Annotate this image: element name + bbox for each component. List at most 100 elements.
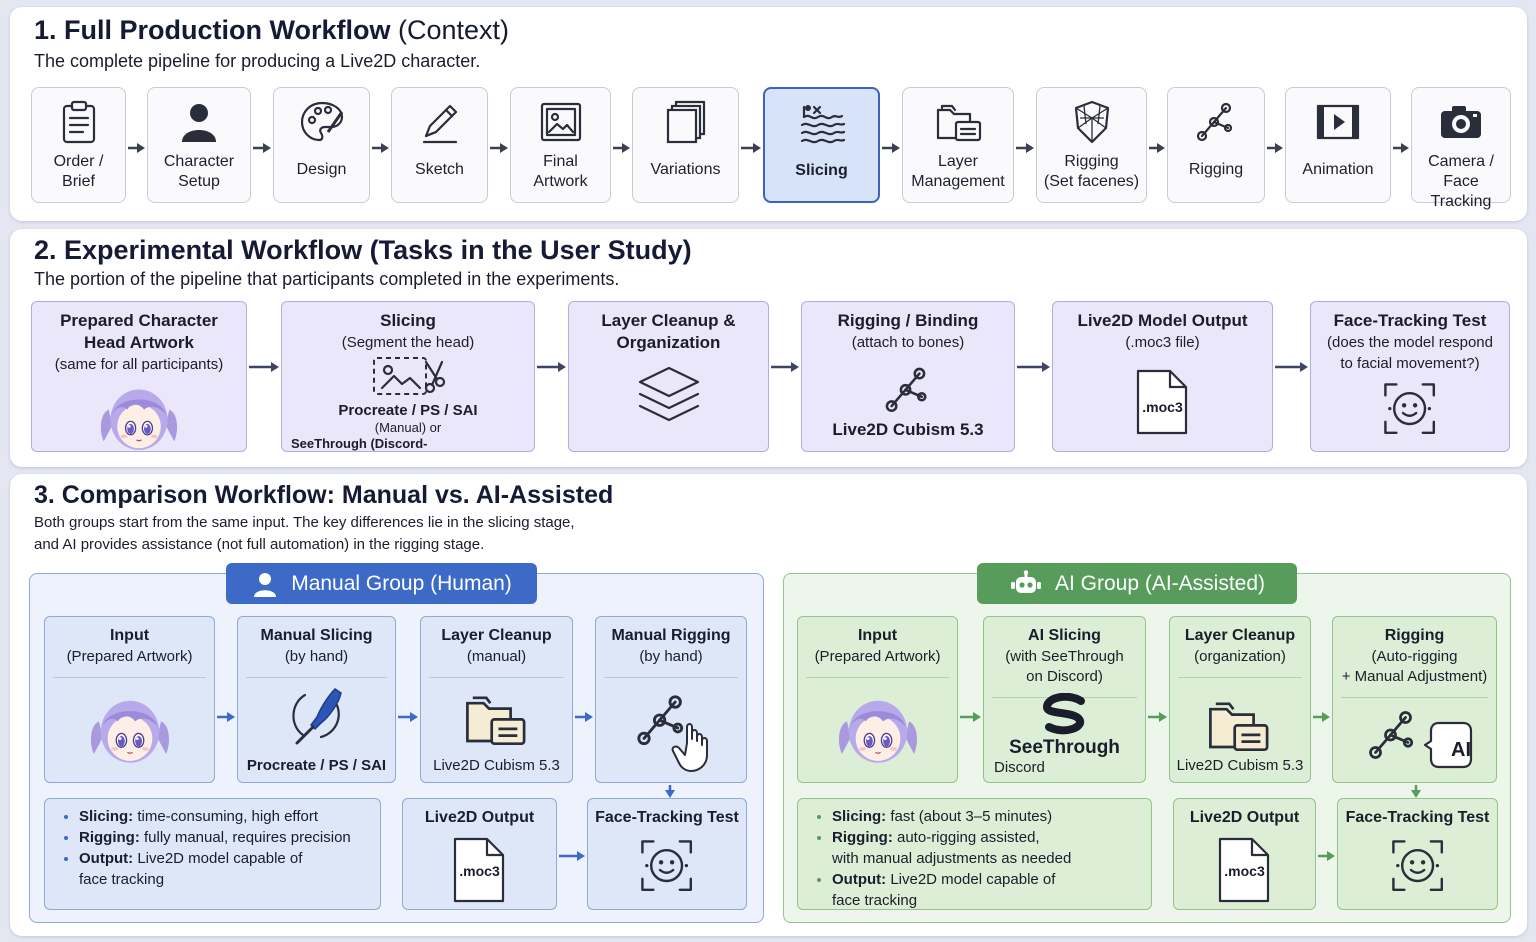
card-icon-wrap <box>45 687 214 773</box>
card-subtitle: (Prepared Artwork) <box>66 648 193 665</box>
exp-step-tools-alt: SeeThrough (Discord- <box>291 436 428 451</box>
card-icon-wrap <box>1338 837 1497 895</box>
face-tracking-icon <box>1384 383 1436 435</box>
flow-arrow <box>1275 360 1308 374</box>
character-head-icon <box>90 700 169 763</box>
flow-arrow <box>1393 141 1409 155</box>
step-animation[interactable]: Animation <box>1285 87 1391 203</box>
exp-step-2[interactable]: Slicing(Segment the head)Procreate / PS … <box>281 301 535 452</box>
exp-step-4[interactable]: Rigging / Binding(attach to bones)Live2D… <box>801 301 1015 452</box>
card-divider <box>1341 697 1488 698</box>
bone-nodes-icon <box>1196 102 1233 142</box>
step-icon-wrap <box>765 99 878 147</box>
step-label: Sketch <box>415 161 464 178</box>
exp-step-icon-wrap <box>1311 380 1509 438</box>
flow-arrow <box>128 141 145 155</box>
flow-arrow-down <box>663 785 677 798</box>
folder-icon <box>465 696 525 746</box>
man-card-1[interactable]: Input(Prepared Artwork) <box>44 616 215 783</box>
arrow-glyph <box>490 143 508 153</box>
step-icon-wrap <box>32 98 125 146</box>
flow-arrow <box>1318 849 1335 863</box>
card-icon-wrap <box>596 687 746 773</box>
film-icon <box>1316 104 1360 140</box>
arrow-glyph <box>1148 712 1167 722</box>
step-icon-wrap <box>392 98 487 146</box>
ai-card-3[interactable]: Layer Cleanup(organization)Live2D Cubism… <box>1169 616 1311 783</box>
card-subtitle: (Prepared Artwork) <box>814 648 941 665</box>
card-icon-wrap <box>1174 835 1315 905</box>
ai-summary-box: Slicing: fast (about 3–5 minutes)Rigging… <box>797 798 1152 910</box>
summary-list: Slicing: fast (about 3–5 minutes)Rigging… <box>812 806 1145 911</box>
exp-step-tools-note: (Manual) or <box>374 420 442 435</box>
layers-icon <box>638 366 699 422</box>
card-subtitle: (organization) <box>1194 648 1286 665</box>
section3-description: Both groups start from the same input. T… <box>34 512 575 556</box>
step-icon-wrap <box>1037 98 1146 146</box>
card-footer: Procreate / PS / SAI <box>246 757 387 774</box>
step-slicing[interactable]: Slicing <box>763 87 880 203</box>
step-rigging[interactable]: Rigging <box>1167 87 1265 203</box>
flow-arrow <box>559 849 585 863</box>
ai-tracking-card[interactable]: Face-Tracking Test <box>1337 798 1498 910</box>
summary-value: fast (about 3–5 minutes) <box>890 808 1053 825</box>
man-output-card[interactable]: Live2D Output.moc3 <box>402 798 557 910</box>
card-subtitle: (by hand) <box>639 648 703 665</box>
flow-arrow <box>741 141 761 155</box>
ai-group-badge: AI Group (AI-Assisted) <box>977 563 1297 604</box>
arrow-glyph <box>249 362 279 372</box>
card-footer: Live2D Cubism 5.3 <box>1176 757 1304 774</box>
ai-card-1[interactable]: Input(Prepared Artwork) <box>797 616 958 783</box>
ai-rigging-icon <box>1368 711 1472 769</box>
step-sketch[interactable]: Sketch <box>391 87 488 203</box>
manual-group-badge-label: Manual Group (Human) <box>291 571 512 595</box>
step-order[interactable]: Order /Brief <box>31 87 126 203</box>
flow-arrow <box>398 710 418 724</box>
exp-step-6[interactable]: Face-Tracking Test(does the model respon… <box>1310 301 1510 452</box>
seethrough-brand: SeeThrough <box>1009 737 1120 758</box>
ai-output-card[interactable]: Live2D Output.moc3 <box>1173 798 1316 910</box>
moc3-file-label: .moc3 <box>459 863 500 879</box>
exp-step-3[interactable]: Layer Cleanup &Organization <box>568 301 769 452</box>
section3-title: 3. Comparison Workflow: Manual vs. AI-As… <box>34 481 614 509</box>
summary-value-cont: face tracking <box>832 892 918 909</box>
section1-title-suffix: (Context) <box>398 15 510 45</box>
summary-key: Output: <box>79 850 134 867</box>
exp-step-icon-wrap <box>282 354 534 398</box>
step-label: Rigging(Set facenes) <box>1043 153 1140 190</box>
step-camera[interactable]: Camera /Face Tracking <box>1411 87 1511 210</box>
exp-step-title: Rigging / Binding <box>837 311 979 330</box>
summary-value: auto-rigging assisted, <box>897 829 1040 846</box>
man-card-2[interactable]: Manual Slicing(by hand)Procreate / PS / … <box>237 616 396 783</box>
arrow-glyph <box>1275 362 1308 372</box>
folder-icon <box>936 104 982 142</box>
exp-step-subtitle: (same for all participants) <box>54 356 224 373</box>
summary-key: Output: <box>832 871 887 888</box>
exp-step-5[interactable]: Live2D Model Output(.moc3 file).moc3 <box>1052 301 1273 452</box>
step-icon-wrap <box>633 98 738 146</box>
man-card-3[interactable]: Layer Cleanup(manual)Live2D Cubism 5.3 <box>420 616 573 783</box>
camera-icon <box>1441 106 1481 138</box>
step-variations[interactable]: Variations <box>632 87 739 203</box>
man-tracking-card[interactable]: Face-Tracking Test <box>587 798 747 910</box>
step-icon-wrap <box>1168 98 1264 146</box>
person-icon <box>254 572 277 597</box>
moc3-file-label: .moc3 <box>1224 863 1265 879</box>
summary-key: Slicing: <box>832 808 887 825</box>
ai-card-4[interactable]: Rigging(Auto-rigging+ Manual Adjustment)… <box>1332 616 1497 783</box>
character-head-icon <box>100 389 178 450</box>
summary-item: Slicing: fast (about 3–5 minutes) <box>832 806 1145 827</box>
arrow-glyph <box>575 712 593 722</box>
pencil-icon <box>422 104 457 144</box>
man-card-4[interactable]: Manual Rigging(by hand) <box>595 616 747 783</box>
face-tracking-icon <box>1391 840 1443 892</box>
step-design[interactable]: Design <box>273 87 370 203</box>
step-rigging[interactable]: Rigging(Set facenes) <box>1036 87 1147 203</box>
card-icon-wrap <box>798 687 957 773</box>
